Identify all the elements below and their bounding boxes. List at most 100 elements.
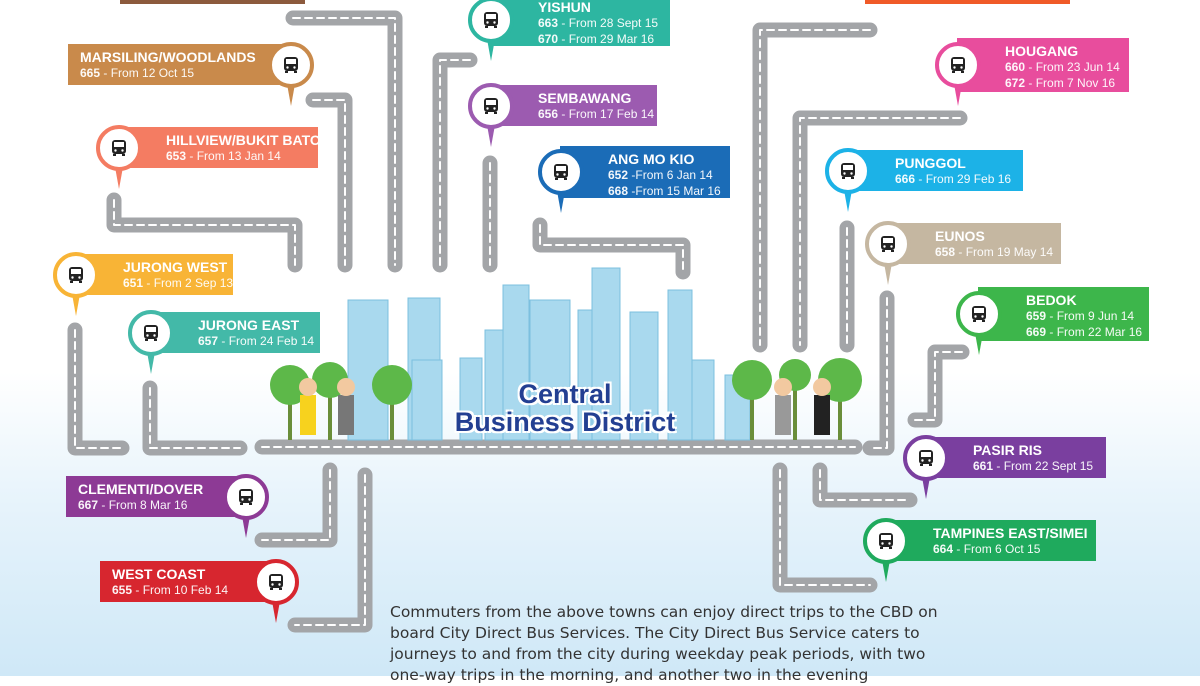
bus-icon bbox=[956, 291, 1002, 355]
service-entry: 653 - From 13 Jan 14 bbox=[166, 148, 308, 164]
town-name: EUNOS bbox=[935, 228, 985, 244]
tree-trunk bbox=[328, 380, 332, 440]
cbd-title: Central Business District bbox=[430, 380, 700, 436]
road-marking bbox=[759, 29, 871, 346]
town-name: BEDOK bbox=[1026, 292, 1077, 308]
commuter-figure bbox=[775, 395, 791, 435]
service-number: 651 bbox=[123, 276, 144, 290]
service-number: 663 bbox=[538, 16, 559, 30]
town-name: YISHUN bbox=[538, 0, 591, 15]
building bbox=[529, 299, 571, 441]
road-marking bbox=[869, 297, 888, 449]
tree-trunk bbox=[750, 380, 754, 440]
service-entry: 657 - From 24 Feb 14 bbox=[198, 333, 314, 349]
commuter-figure bbox=[814, 395, 830, 435]
road-marking bbox=[294, 474, 366, 626]
building bbox=[459, 357, 483, 441]
tree-trunk bbox=[390, 385, 394, 440]
service-number: 670 bbox=[538, 32, 559, 46]
service-number: 664 bbox=[933, 542, 954, 556]
pin-tail bbox=[272, 600, 280, 623]
pin-tail bbox=[954, 84, 962, 106]
road-marking bbox=[439, 59, 471, 266]
service-number: 652 bbox=[608, 168, 629, 182]
pin-tail bbox=[882, 559, 890, 582]
pin-tail bbox=[147, 351, 155, 374]
pin-tail bbox=[72, 293, 80, 316]
service-number: 672 bbox=[1005, 76, 1026, 90]
service-start-date: - From 12 Oct 15 bbox=[100, 66, 195, 80]
service-number: 665 bbox=[80, 66, 101, 80]
town-name: HILLVIEW/BUKIT BATOK bbox=[166, 132, 331, 148]
town-name: HOUGANG bbox=[1005, 43, 1079, 59]
town-name: WEST COAST bbox=[112, 566, 206, 582]
bus-icon bbox=[128, 309, 174, 374]
town-name: JURONG WEST bbox=[123, 259, 228, 275]
service-number: 661 bbox=[973, 459, 994, 473]
service-number: 659 bbox=[1026, 309, 1047, 323]
town-name: MARSILING/WOODLANDS bbox=[80, 49, 256, 65]
service-start-date: - From 17 Feb 14 bbox=[558, 107, 655, 121]
bus-icon bbox=[468, 0, 514, 61]
pin-tail bbox=[487, 124, 495, 147]
town-name: ANG MO KIO bbox=[608, 151, 695, 167]
service-number: 656 bbox=[538, 107, 559, 121]
service-start-date: - From 7 Nov 16 bbox=[1025, 76, 1116, 90]
bus-icon bbox=[935, 42, 981, 106]
tree bbox=[372, 365, 412, 405]
bus-icon bbox=[223, 473, 269, 538]
service-entry: 658 - From 19 May 14 bbox=[935, 244, 1053, 260]
road-marking bbox=[312, 99, 346, 266]
pin-tail bbox=[287, 83, 295, 106]
service-start-date: - From 23 Jun 14 bbox=[1025, 60, 1120, 74]
service-entry: 651 - From 2 Sep 13 bbox=[123, 275, 233, 291]
service-start-date: - From 24 Feb 14 bbox=[218, 334, 315, 348]
town-name: CLEMENTI/DOVER bbox=[78, 481, 204, 497]
pin-tail bbox=[487, 39, 495, 61]
bus-icon bbox=[268, 41, 314, 106]
service-start-date: - From 29 Mar 16 bbox=[558, 32, 655, 46]
bus-icon bbox=[468, 82, 514, 147]
service-entry: 652 -From 6 Jan 14 bbox=[608, 167, 720, 183]
service-entry: 656 - From 17 Feb 14 bbox=[538, 106, 654, 122]
bus-icon bbox=[253, 558, 299, 623]
partial-label-top-right bbox=[865, 0, 1070, 4]
service-number: 669 bbox=[1026, 325, 1047, 339]
town-name: PUNGGOL bbox=[895, 155, 966, 171]
road-marking bbox=[779, 469, 871, 586]
bus-icon bbox=[863, 517, 909, 582]
bus-icon bbox=[825, 147, 871, 212]
service-entry: 667 - From 8 Mar 16 bbox=[78, 497, 195, 513]
bus-icon bbox=[53, 251, 99, 316]
service-start-date: - From 22 Sept 15 bbox=[993, 459, 1094, 473]
service-entry: 664 - From 6 Oct 15 bbox=[933, 541, 1086, 557]
service-start-date: -From 15 Mar 16 bbox=[628, 184, 721, 198]
bus-icon bbox=[538, 149, 584, 213]
cbd-title-line1: Central bbox=[518, 379, 612, 409]
service-start-date: - From 28 Sept 15 bbox=[558, 16, 659, 30]
service-entry: 670 - From 29 Mar 16 bbox=[538, 31, 660, 47]
service-number: 658 bbox=[935, 245, 956, 259]
building bbox=[502, 284, 530, 441]
tree-trunk bbox=[838, 380, 842, 440]
building bbox=[411, 359, 443, 441]
building bbox=[629, 311, 659, 441]
service-entry: 659 - From 9 Jun 14 bbox=[1026, 308, 1139, 324]
pin-tail bbox=[557, 191, 565, 213]
service-entry: 655 - From 10 Feb 14 bbox=[112, 582, 228, 598]
road-marking bbox=[74, 329, 123, 449]
building bbox=[667, 289, 693, 441]
service-start-date: - From 13 Jan 14 bbox=[186, 149, 281, 163]
service-start-date: - From 22 Mar 16 bbox=[1046, 325, 1143, 339]
